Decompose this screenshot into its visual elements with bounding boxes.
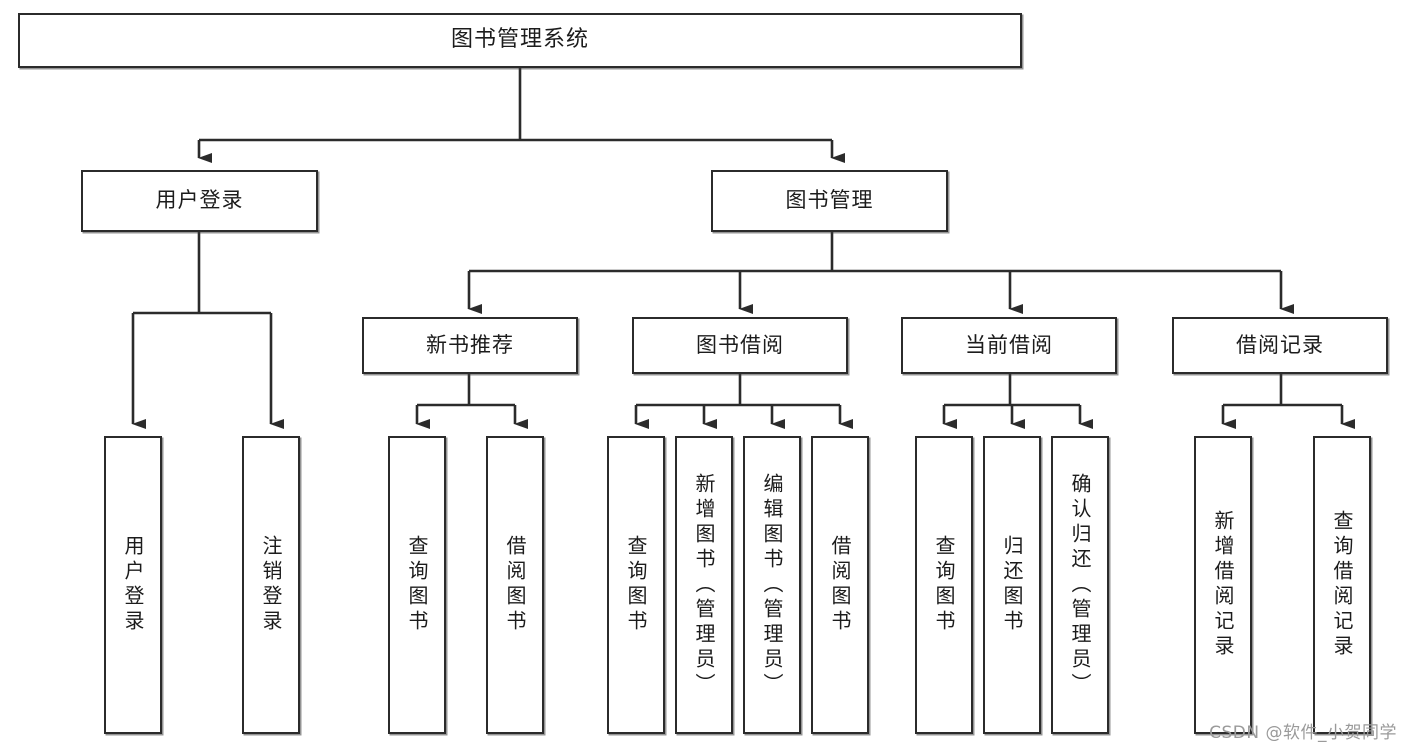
node-root[interactable]: 图书管理系统 <box>18 13 1022 68</box>
node-leaf-add-book[interactable]: 新增图书（管理员） <box>675 436 733 734</box>
node-book-borrow[interactable]: 图书借阅 <box>632 317 848 374</box>
node-leaf-borrow-book-1[interactable]: 借阅图书 <box>486 436 544 734</box>
node-leaf-query-book-2-label: 查询图书 <box>624 535 648 635</box>
node-leaf-borrow-book-1-label: 借阅图书 <box>503 535 527 635</box>
node-new-book-rec-label: 新书推荐 <box>426 332 514 357</box>
node-leaf-add-book-label: 新增图书（管理员） <box>692 472 716 698</box>
node-leaf-user-login-label: 用户登录 <box>121 535 145 635</box>
node-leaf-edit-book[interactable]: 编辑图书（管理员） <box>743 436 801 734</box>
node-current-borrow-label: 当前借阅 <box>965 332 1053 357</box>
node-leaf-return-book-label: 归还图书 <box>1000 535 1024 635</box>
node-leaf-query-book-2[interactable]: 查询图书 <box>607 436 665 734</box>
node-leaf-user-login[interactable]: 用户登录 <box>104 436 162 734</box>
node-leaf-query-book-1[interactable]: 查询图书 <box>388 436 446 734</box>
node-leaf-logout[interactable]: 注销登录 <box>242 436 300 734</box>
node-book-manage[interactable]: 图书管理 <box>711 170 948 232</box>
node-leaf-add-record-label: 新增借阅记录 <box>1211 510 1235 660</box>
node-borrow-record[interactable]: 借阅记录 <box>1172 317 1388 374</box>
node-leaf-query-record[interactable]: 查询借阅记录 <box>1313 436 1371 734</box>
node-root-label: 图书管理系统 <box>450 27 589 53</box>
node-book-manage-label: 图书管理 <box>785 188 874 213</box>
node-leaf-edit-book-label: 编辑图书（管理员） <box>760 472 784 698</box>
node-user-login[interactable]: 用户登录 <box>81 170 318 232</box>
node-current-borrow[interactable]: 当前借阅 <box>901 317 1117 374</box>
node-leaf-query-record-label: 查询借阅记录 <box>1330 510 1354 660</box>
node-leaf-confirm-return-label: 确认归还（管理员） <box>1068 472 1092 698</box>
node-leaf-add-record[interactable]: 新增借阅记录 <box>1194 436 1252 734</box>
node-leaf-logout-label: 注销登录 <box>259 535 283 635</box>
node-new-book-rec[interactable]: 新书推荐 <box>362 317 578 374</box>
node-book-borrow-label: 图书借阅 <box>696 332 784 357</box>
node-leaf-confirm-return[interactable]: 确认归还（管理员） <box>1051 436 1109 734</box>
node-user-login-label: 用户登录 <box>155 188 244 213</box>
node-leaf-query-book-3-label: 查询图书 <box>932 535 956 635</box>
csdn-watermark: CSDN @软件_小贺同学 <box>1209 723 1397 743</box>
node-leaf-query-book-1-label: 查询图书 <box>405 535 429 635</box>
node-borrow-record-label: 借阅记录 <box>1236 332 1324 357</box>
node-leaf-borrow-book-2[interactable]: 借阅图书 <box>811 436 869 734</box>
node-leaf-query-book-3[interactable]: 查询图书 <box>915 436 973 734</box>
node-leaf-return-book[interactable]: 归还图书 <box>983 436 1041 734</box>
node-leaf-borrow-book-2-label: 借阅图书 <box>828 535 852 635</box>
